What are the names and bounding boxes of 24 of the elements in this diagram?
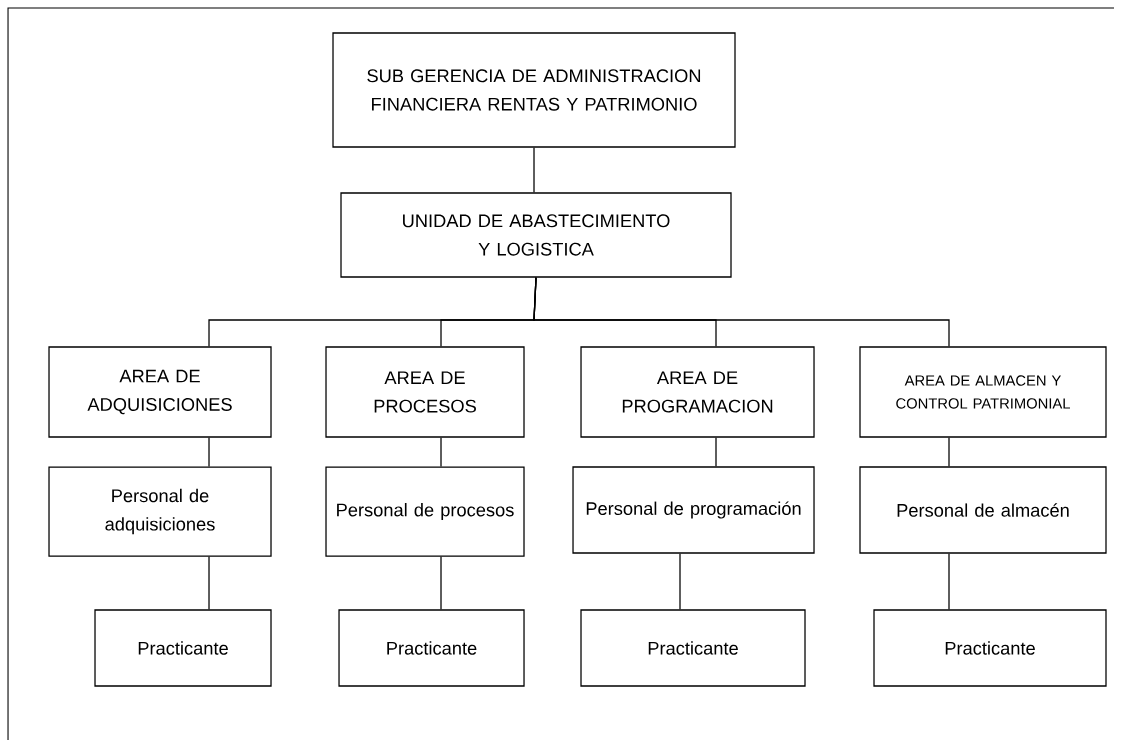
connector-line [948,553,950,610]
org-box: Practicante [580,609,806,687]
connector-line [440,437,442,467]
org-box: AREA DE ALMACEN Y CONTROL PATRIMONIAL [859,346,1107,438]
connector-line [440,556,442,610]
connector-line [533,277,950,347]
org-box: SUB GERENCIA DE ADMINISTRACION FINANCIERA RENTAS Y PATRIMONIO [332,32,736,148]
connector-line [948,437,950,467]
org-box: Personal de procesos [325,466,525,557]
org-box: Personal de adquisiciones [48,466,272,557]
org-box: Practicante [338,609,525,687]
org-box: Personal de almacén [859,466,1107,554]
org-box: Practicante [94,609,272,687]
connector-line [715,437,717,467]
connector-line [533,147,535,193]
connector-line [679,553,681,610]
org-box: UNIDAD DE ABASTECIMIENTO Y LOGISTICA [340,192,732,278]
org-box: Personal de programación [572,466,815,554]
org-box: AREA DE PROGRAMACION [580,346,815,438]
connector-line [208,437,210,467]
org-box: Practicante [873,609,1107,687]
org-box: AREA DE PROCESOS [325,346,525,438]
org-box: AREA DE ADQUISICIONES [48,346,272,438]
connector-line [208,556,210,610]
